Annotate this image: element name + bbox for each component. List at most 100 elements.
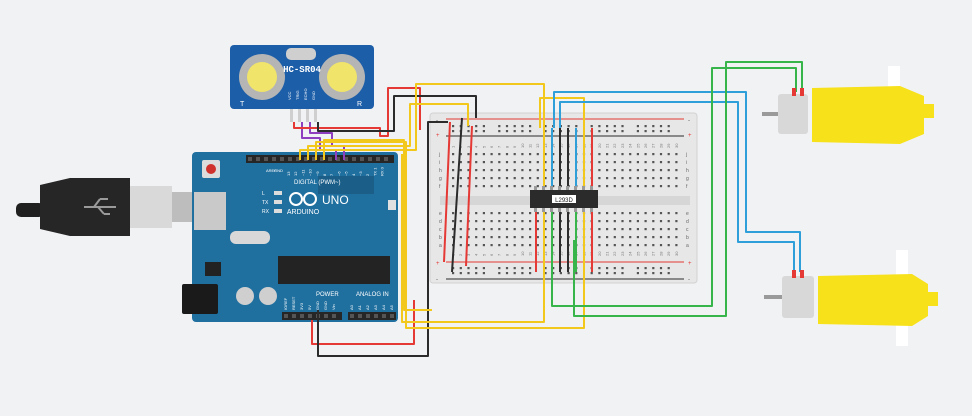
rail-hole bbox=[559, 272, 562, 275]
rail-hole bbox=[544, 272, 547, 275]
power-pin-label: 3V3 bbox=[299, 302, 304, 310]
motor1-shaft bbox=[762, 112, 778, 116]
header-socket[interactable] bbox=[358, 314, 362, 318]
column-number: 21 bbox=[605, 251, 610, 256]
analog-pin-label: A2 bbox=[365, 304, 370, 310]
breadboard-hole bbox=[459, 169, 462, 172]
rail-hole bbox=[544, 130, 547, 133]
rail-hole bbox=[652, 272, 655, 275]
breadboard-hole bbox=[629, 212, 632, 215]
rail-hole bbox=[598, 272, 601, 275]
rail-hole bbox=[505, 125, 509, 128]
wire-signal-2 bbox=[307, 103, 469, 160]
header-socket[interactable] bbox=[280, 157, 284, 161]
header-socket[interactable] bbox=[256, 157, 260, 161]
header-socket[interactable] bbox=[382, 314, 386, 318]
header-socket[interactable] bbox=[374, 314, 378, 318]
usb-cable-strain bbox=[16, 203, 44, 217]
breadboard-hole bbox=[521, 212, 524, 215]
sensor-crystal bbox=[286, 48, 316, 60]
header-socket[interactable] bbox=[292, 314, 296, 318]
breadboard-hole bbox=[467, 161, 470, 164]
header-socket[interactable] bbox=[368, 157, 372, 161]
analog-header-label: ANALOG IN bbox=[356, 292, 389, 298]
header-socket[interactable] bbox=[324, 314, 328, 318]
rail-hole bbox=[521, 130, 524, 133]
header-socket[interactable] bbox=[328, 157, 332, 161]
breadboard-hole bbox=[598, 185, 601, 188]
breadboard-hole bbox=[513, 244, 516, 247]
capacitor-2 bbox=[259, 287, 277, 305]
digital-pin-label: RX 0 bbox=[380, 166, 385, 176]
header-socket[interactable] bbox=[304, 157, 308, 161]
jumper-black-1 bbox=[451, 117, 463, 273]
header-socket[interactable] bbox=[312, 157, 316, 161]
breadboard-hole bbox=[529, 185, 532, 188]
breadboard-hole bbox=[490, 212, 493, 215]
header-socket[interactable] bbox=[352, 157, 356, 161]
breadboard-hole bbox=[529, 244, 532, 247]
rail-hole bbox=[552, 267, 555, 270]
breadboard-hole bbox=[598, 153, 601, 156]
header-socket[interactable] bbox=[332, 314, 336, 318]
rail-hole bbox=[544, 125, 547, 128]
rail-hole bbox=[505, 272, 509, 275]
arduino-uno-board: ARDUINO UNO DIGITAL (PWM~) POWER ANALOG … bbox=[182, 152, 398, 322]
column-number: 11 bbox=[528, 143, 533, 148]
breadboard-hole bbox=[606, 153, 609, 156]
breadboard-hole bbox=[644, 212, 647, 215]
breadboard-hole bbox=[675, 185, 678, 188]
chip-label: L293D bbox=[555, 198, 573, 204]
motor1-can bbox=[778, 94, 808, 134]
rail-hole bbox=[621, 130, 624, 133]
breadboard-hole bbox=[544, 161, 547, 164]
rail-plus-label: + bbox=[436, 261, 440, 267]
rail-hole bbox=[529, 130, 532, 133]
header-socket[interactable] bbox=[272, 157, 276, 161]
header-socket[interactable] bbox=[344, 157, 348, 161]
led-label: L bbox=[262, 191, 265, 197]
breadboard-hole bbox=[544, 228, 547, 231]
motor1-terminal-b bbox=[800, 88, 804, 96]
header-socket[interactable] bbox=[366, 314, 370, 318]
rail-hole bbox=[482, 267, 485, 270]
column-number: 29 bbox=[666, 251, 671, 256]
row-letter: i bbox=[686, 160, 687, 166]
header-socket[interactable] bbox=[288, 157, 292, 161]
breadboard-hole bbox=[675, 236, 678, 239]
header-socket[interactable] bbox=[350, 314, 354, 318]
header-socket[interactable] bbox=[390, 314, 394, 318]
breadboard-hole bbox=[475, 153, 478, 156]
reset-button-cap[interactable] bbox=[206, 164, 216, 174]
header-socket[interactable] bbox=[300, 314, 304, 318]
header-socket[interactable] bbox=[296, 157, 300, 161]
header-socket[interactable] bbox=[284, 314, 288, 318]
breadboard-hole bbox=[482, 161, 485, 164]
row-letter: h bbox=[439, 168, 442, 174]
header-socket[interactable] bbox=[308, 314, 312, 318]
digital-pin-label: 4 bbox=[351, 173, 356, 176]
breadboard-hole bbox=[606, 244, 609, 247]
breadboard-hole bbox=[475, 185, 478, 188]
usb-cable bbox=[16, 178, 194, 236]
column-number: 8 bbox=[504, 253, 509, 256]
column-number: 27 bbox=[651, 143, 656, 148]
header-socket[interactable] bbox=[320, 157, 324, 161]
breadboard-hole bbox=[521, 161, 524, 164]
chip-pin bbox=[558, 186, 561, 191]
row-letter: b bbox=[686, 235, 689, 241]
breadboard-hole bbox=[598, 212, 601, 215]
header-socket[interactable] bbox=[384, 157, 388, 161]
header-socket[interactable] bbox=[360, 157, 364, 161]
breadboard-hole bbox=[544, 185, 547, 188]
header-socket[interactable] bbox=[248, 157, 252, 161]
breadboard-hole bbox=[667, 228, 670, 231]
header-socket[interactable] bbox=[376, 157, 380, 161]
header-socket[interactable] bbox=[336, 157, 340, 161]
breadboard-hole bbox=[675, 228, 678, 231]
header-socket[interactable] bbox=[264, 157, 268, 161]
breadboard-hole bbox=[482, 236, 485, 239]
digital-header-label: DIGITAL (PWM~) bbox=[294, 180, 341, 186]
breadboard-hole bbox=[606, 212, 609, 215]
breadboard-hole bbox=[459, 153, 462, 156]
